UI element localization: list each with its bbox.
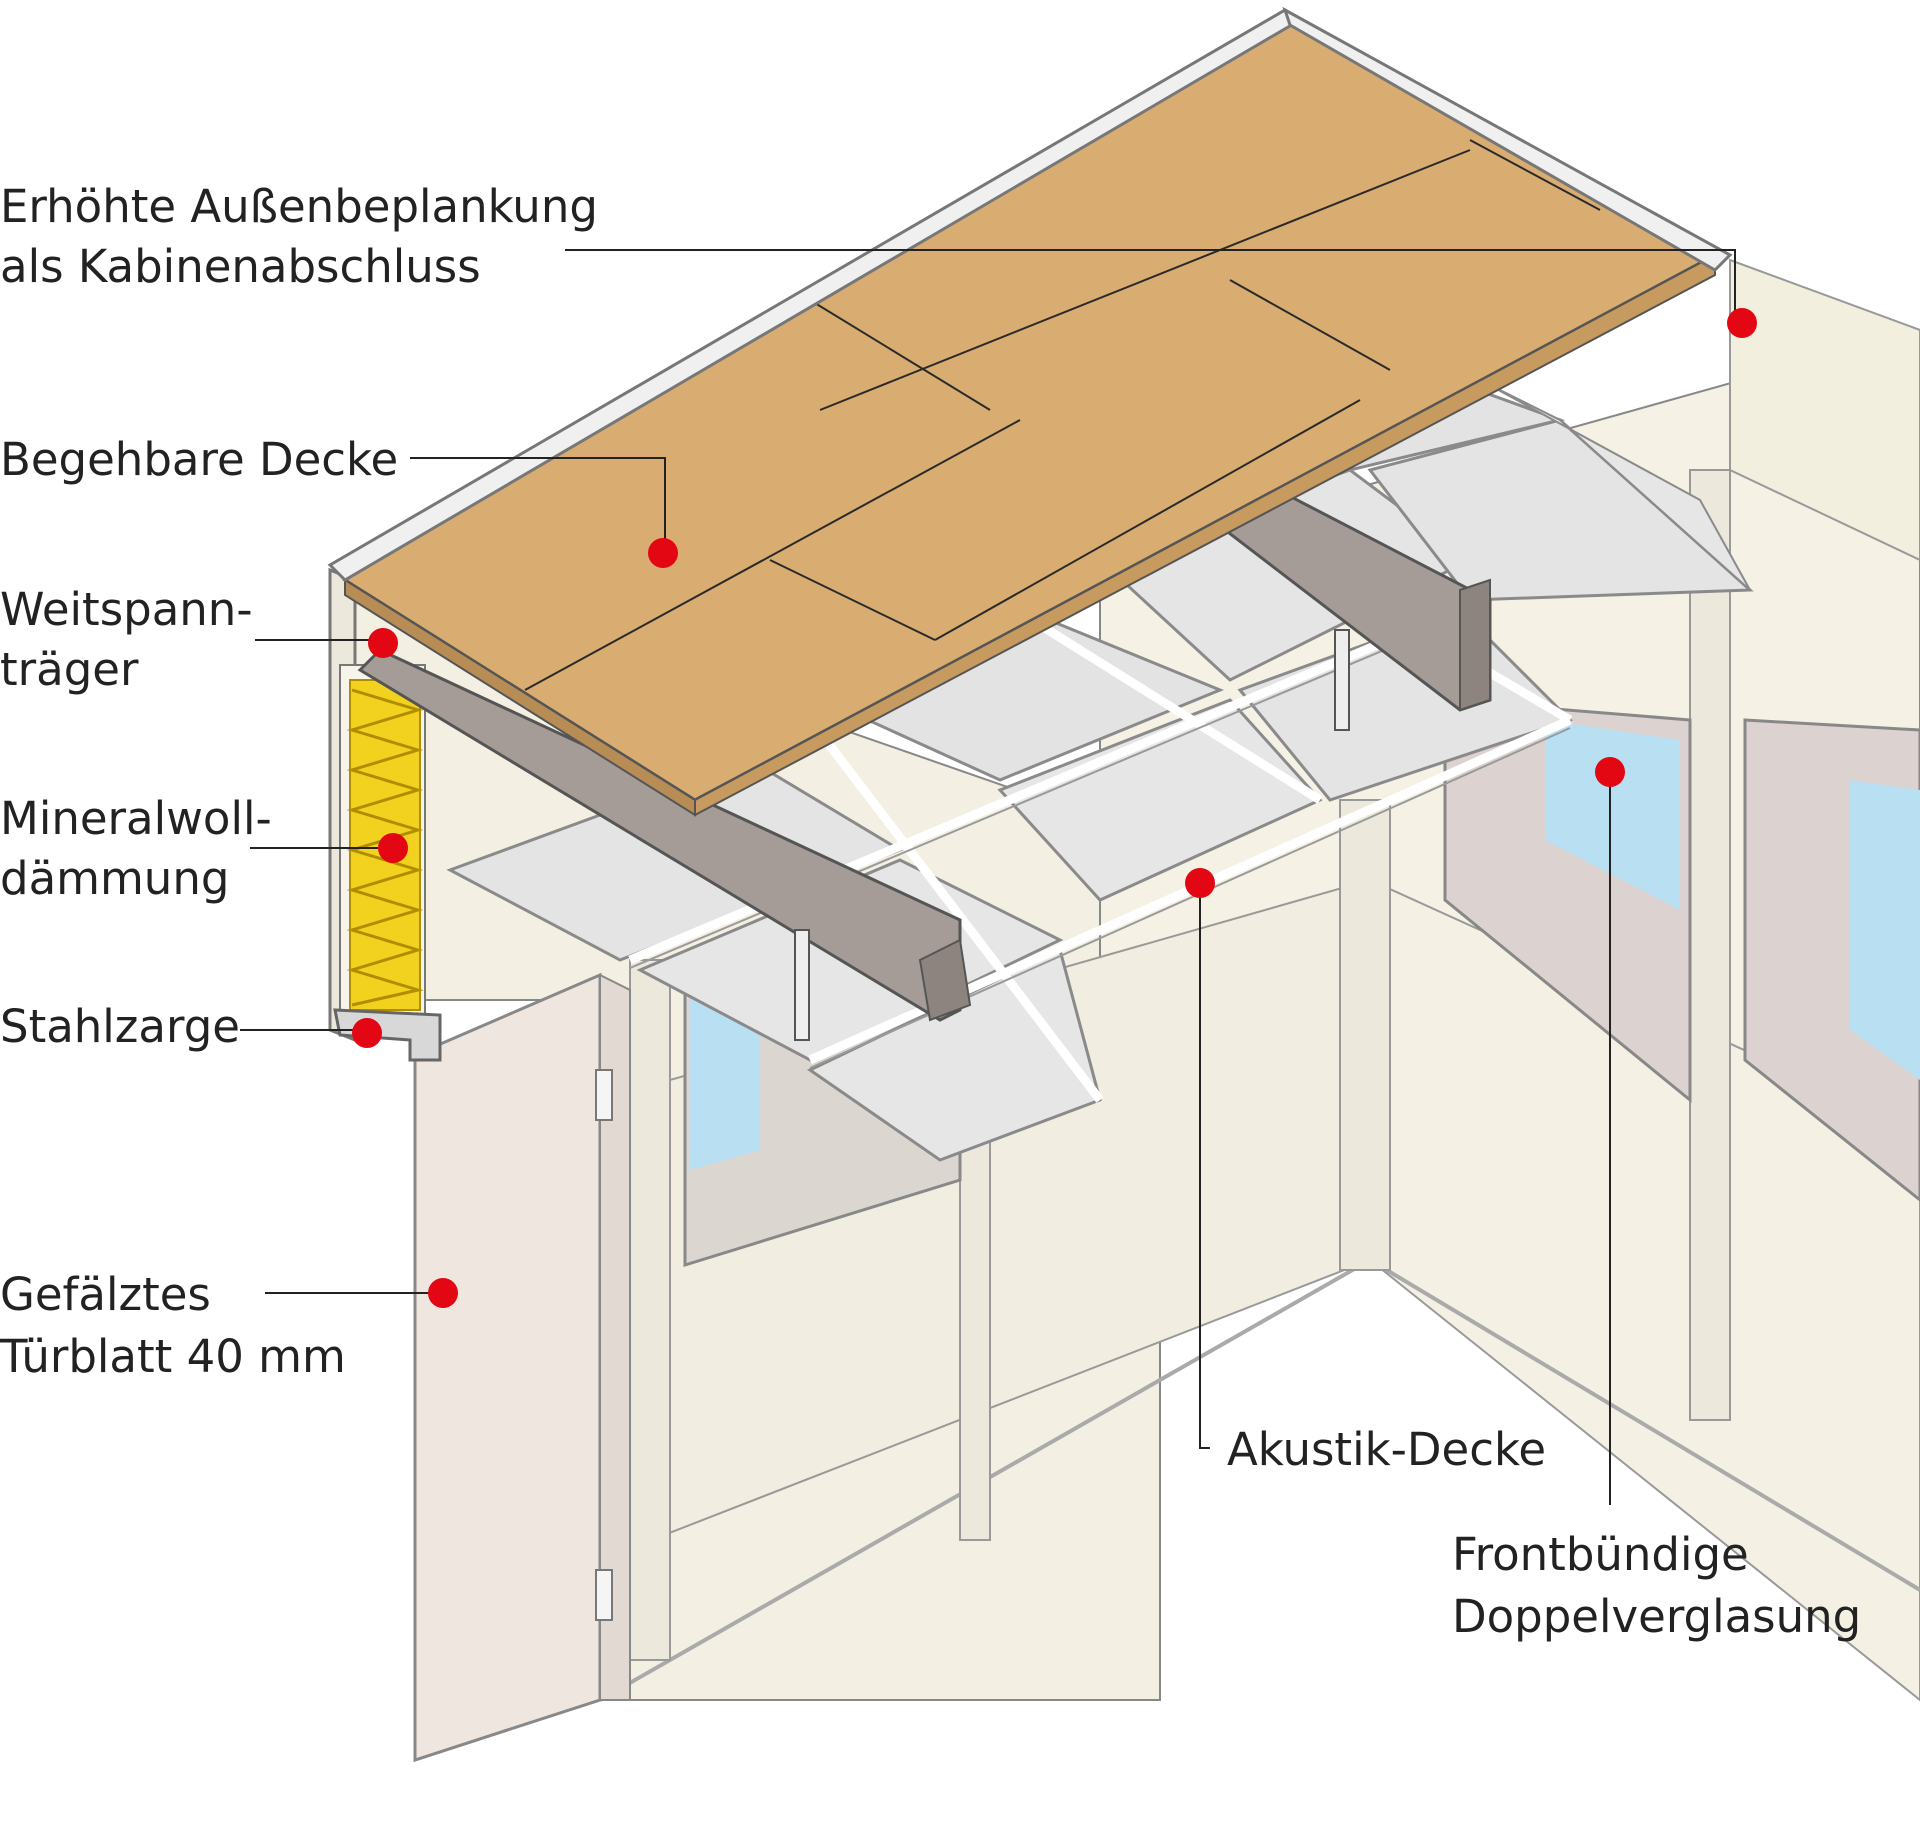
floor-edge-right [1368, 1258, 1920, 1592]
wall-post [1339, 799, 1391, 1271]
steel-frame [333, 1008, 442, 1062]
callout-line-walkable [410, 457, 666, 555]
wall-post [629, 959, 671, 1661]
callout-line-outer-panel [565, 249, 1736, 320]
door-hinge [595, 1569, 613, 1621]
deck-joints [524, 139, 1601, 691]
ceiling-hanger [1334, 629, 1350, 731]
door-hinge [595, 1069, 613, 1121]
door-edge [599, 973, 631, 1701]
door [413, 972, 631, 1763]
label-span-beam: Weitspann-träger [0, 583, 253, 696]
marker-glazing [1595, 757, 1625, 787]
marker-mineral-wool [378, 833, 408, 863]
marker-span-beam [368, 628, 398, 658]
label-steel-frame: Stahlzarge [0, 1000, 240, 1053]
wall-post [959, 1099, 991, 1541]
marker-steel-frame [352, 1018, 382, 1048]
label-acoustic-ceiling: Akustik-Decke [1227, 1423, 1546, 1476]
window-right-2-glass [1850, 780, 1920, 1080]
upper-rim-right [1282, 6, 1733, 272]
wall-post [1689, 469, 1731, 1421]
callout-lines [240, 249, 1736, 1505]
upper-right-cladding [1729, 258, 1920, 562]
marker-walkable-ceiling [648, 538, 678, 568]
markers [352, 308, 1757, 1308]
door-leaf [413, 972, 602, 1763]
label-mineral-wool: Mineralwoll-dämmung [0, 792, 272, 905]
window-right-1-glass [1545, 720, 1680, 910]
marker-door-leaf [428, 1278, 458, 1308]
mineral-wool-zigzag [346, 688, 424, 1007]
span-beam-flange [1459, 578, 1491, 712]
marker-acoustic-ceiling [1185, 868, 1215, 898]
ceiling-hanger [794, 929, 810, 1041]
callout-line-acoustic [1199, 885, 1210, 1449]
span-beam-flange [918, 938, 972, 1022]
deck-right-edge [694, 253, 1716, 817]
walkable-ceiling-deck [327, 6, 1733, 817]
marker-outer-panel [1727, 308, 1757, 338]
window-left-glass [690, 990, 760, 1170]
ceiling-tile [1479, 379, 1751, 591]
label-walkable-ceiling: Begehbare Decke [0, 433, 398, 486]
